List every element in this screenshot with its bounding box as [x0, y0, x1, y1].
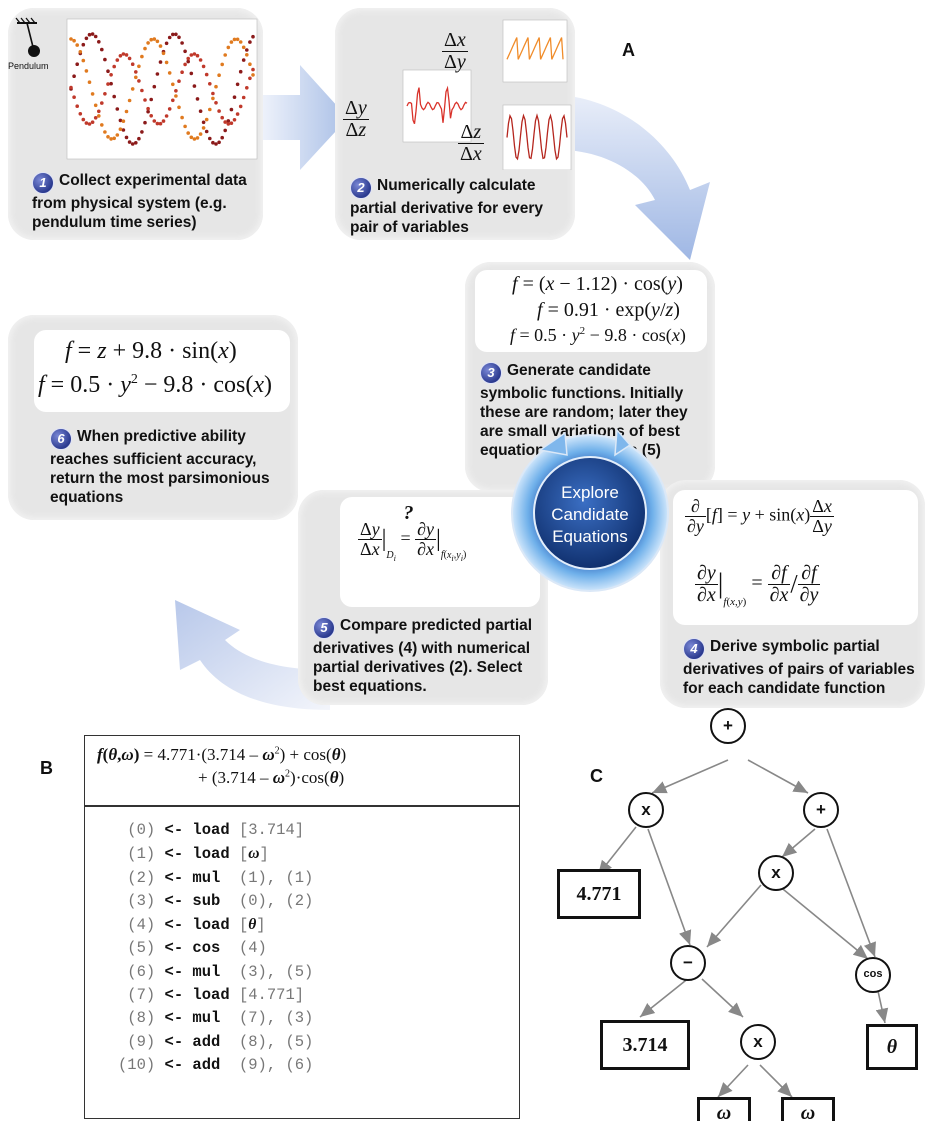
- program-line: (7) <- load [4.771]: [118, 986, 305, 1005]
- tree-node-mul-left: x: [628, 792, 664, 828]
- cycle-label: Explore Candidate Equations: [551, 483, 629, 546]
- plot-dz-dx: [506, 113, 568, 161]
- expression-tree-edges: [597, 759, 889, 1098]
- pendulum-icon: [15, 17, 40, 57]
- tree-node-cos: cos: [855, 957, 891, 993]
- pendulum-time-series: [15, 17, 258, 160]
- program-line: (6) <- mul (3), (5): [118, 962, 314, 981]
- partial-derivative-plots: [402, 19, 572, 170]
- step-number-4: 4: [683, 638, 705, 660]
- arrow-1-to-2: [262, 65, 348, 170]
- tree-leaf-omega-1: ω: [697, 1097, 751, 1124]
- program-listing: (0) <- load [3.714] (1) <- load [ω] (2) …: [118, 819, 313, 1077]
- step-number-6: 6: [50, 428, 72, 450]
- program-line: (2) <- mul (1), (1): [118, 868, 314, 887]
- program-line: (1) <- load [ω]: [118, 845, 269, 864]
- step-number-3: 3: [480, 362, 502, 384]
- plot-dx-dy: [506, 37, 564, 60]
- step-3-equations-card: [475, 270, 707, 352]
- explore-cycle-graphic: [511, 428, 669, 592]
- panel-label-b: B: [40, 758, 53, 778]
- program-line: (4) <- load [θ]: [118, 916, 266, 935]
- program-header-line-2: + (3.714 – ω2)·cos(θ): [198, 768, 345, 787]
- panel-label-c: C: [590, 766, 603, 786]
- arrow-2-to-3: [560, 95, 710, 260]
- step-number-5: 5: [313, 617, 335, 639]
- program-box: [84, 735, 520, 1119]
- tree-leaf-omega-2: ω: [781, 1097, 835, 1124]
- program-line: (0) <- load [3.714]: [118, 821, 305, 839]
- tree-leaf-theta: θ: [866, 1024, 918, 1070]
- tree-node-mul-bottom: x: [740, 1024, 776, 1060]
- step-4-equations-card: [673, 490, 918, 625]
- step-4-label: Derive symbolic partial derivatives of p…: [683, 638, 915, 697]
- program-line: (10) <- add (9), (6): [118, 1055, 314, 1074]
- step-5-equation-card: [340, 497, 540, 607]
- step-5-label: Compare predicted partial derivatives (4…: [313, 617, 533, 695]
- step-6-equation-1: f = z + 9.8 · sin(x): [65, 338, 237, 364]
- step-1-label: Collect experimental data from physical …: [32, 172, 247, 231]
- program-line: (3) <- sub (0), (2): [118, 891, 314, 910]
- step-6-label: When predictive ability reaches sufficie…: [50, 428, 270, 506]
- program-line: (5) <- cos (4): [118, 939, 267, 958]
- tree-node-add-right: +: [803, 792, 839, 828]
- plot-dy-dz: [406, 85, 468, 125]
- tree-node-root-add: +: [710, 708, 746, 744]
- step-number-2: 2: [350, 177, 372, 199]
- arrow-5-to-6: [175, 600, 330, 710]
- step-4-equation-2: ∂y∂x|f(x,y) = ∂f∂x/∂f∂y: [695, 562, 821, 609]
- program-line: (8) <- mul (7), (3): [118, 1009, 314, 1028]
- tree-leaf-3714: 3.714: [600, 1020, 690, 1070]
- pendulum-label: Pendulum: [8, 61, 49, 71]
- tree-node-sub: −: [670, 945, 706, 981]
- step-3-equation-2: f = 0.91 · exp(y/z): [537, 299, 680, 321]
- program-divider: [84, 805, 520, 807]
- step-number-1: 1: [32, 172, 54, 194]
- time-series-lines: [69, 32, 255, 146]
- panel-label-a: A: [622, 40, 635, 60]
- tree-node-mul-mid: x: [758, 855, 794, 891]
- program-header-line-1: f(θ,ω) = 4.771·(3.714 – ω2) + cos(θ): [97, 745, 347, 764]
- step-2-label: Numerically calculate partial derivative…: [350, 177, 543, 236]
- step-3-equation-1: f = (x − 1.12) · cos(y): [512, 273, 683, 295]
- step-6-equations-card: [34, 330, 290, 412]
- step-6-equation-2: f = 0.5 · y2 − 9.8 · cos(x): [38, 372, 273, 398]
- tree-leaf-4771: 4.771: [557, 869, 641, 919]
- step-3-equation-3: f = 0.5 · y2 − 9.8 · cos(x): [510, 325, 686, 345]
- program-line: (9) <- add (8), (5): [118, 1032, 314, 1051]
